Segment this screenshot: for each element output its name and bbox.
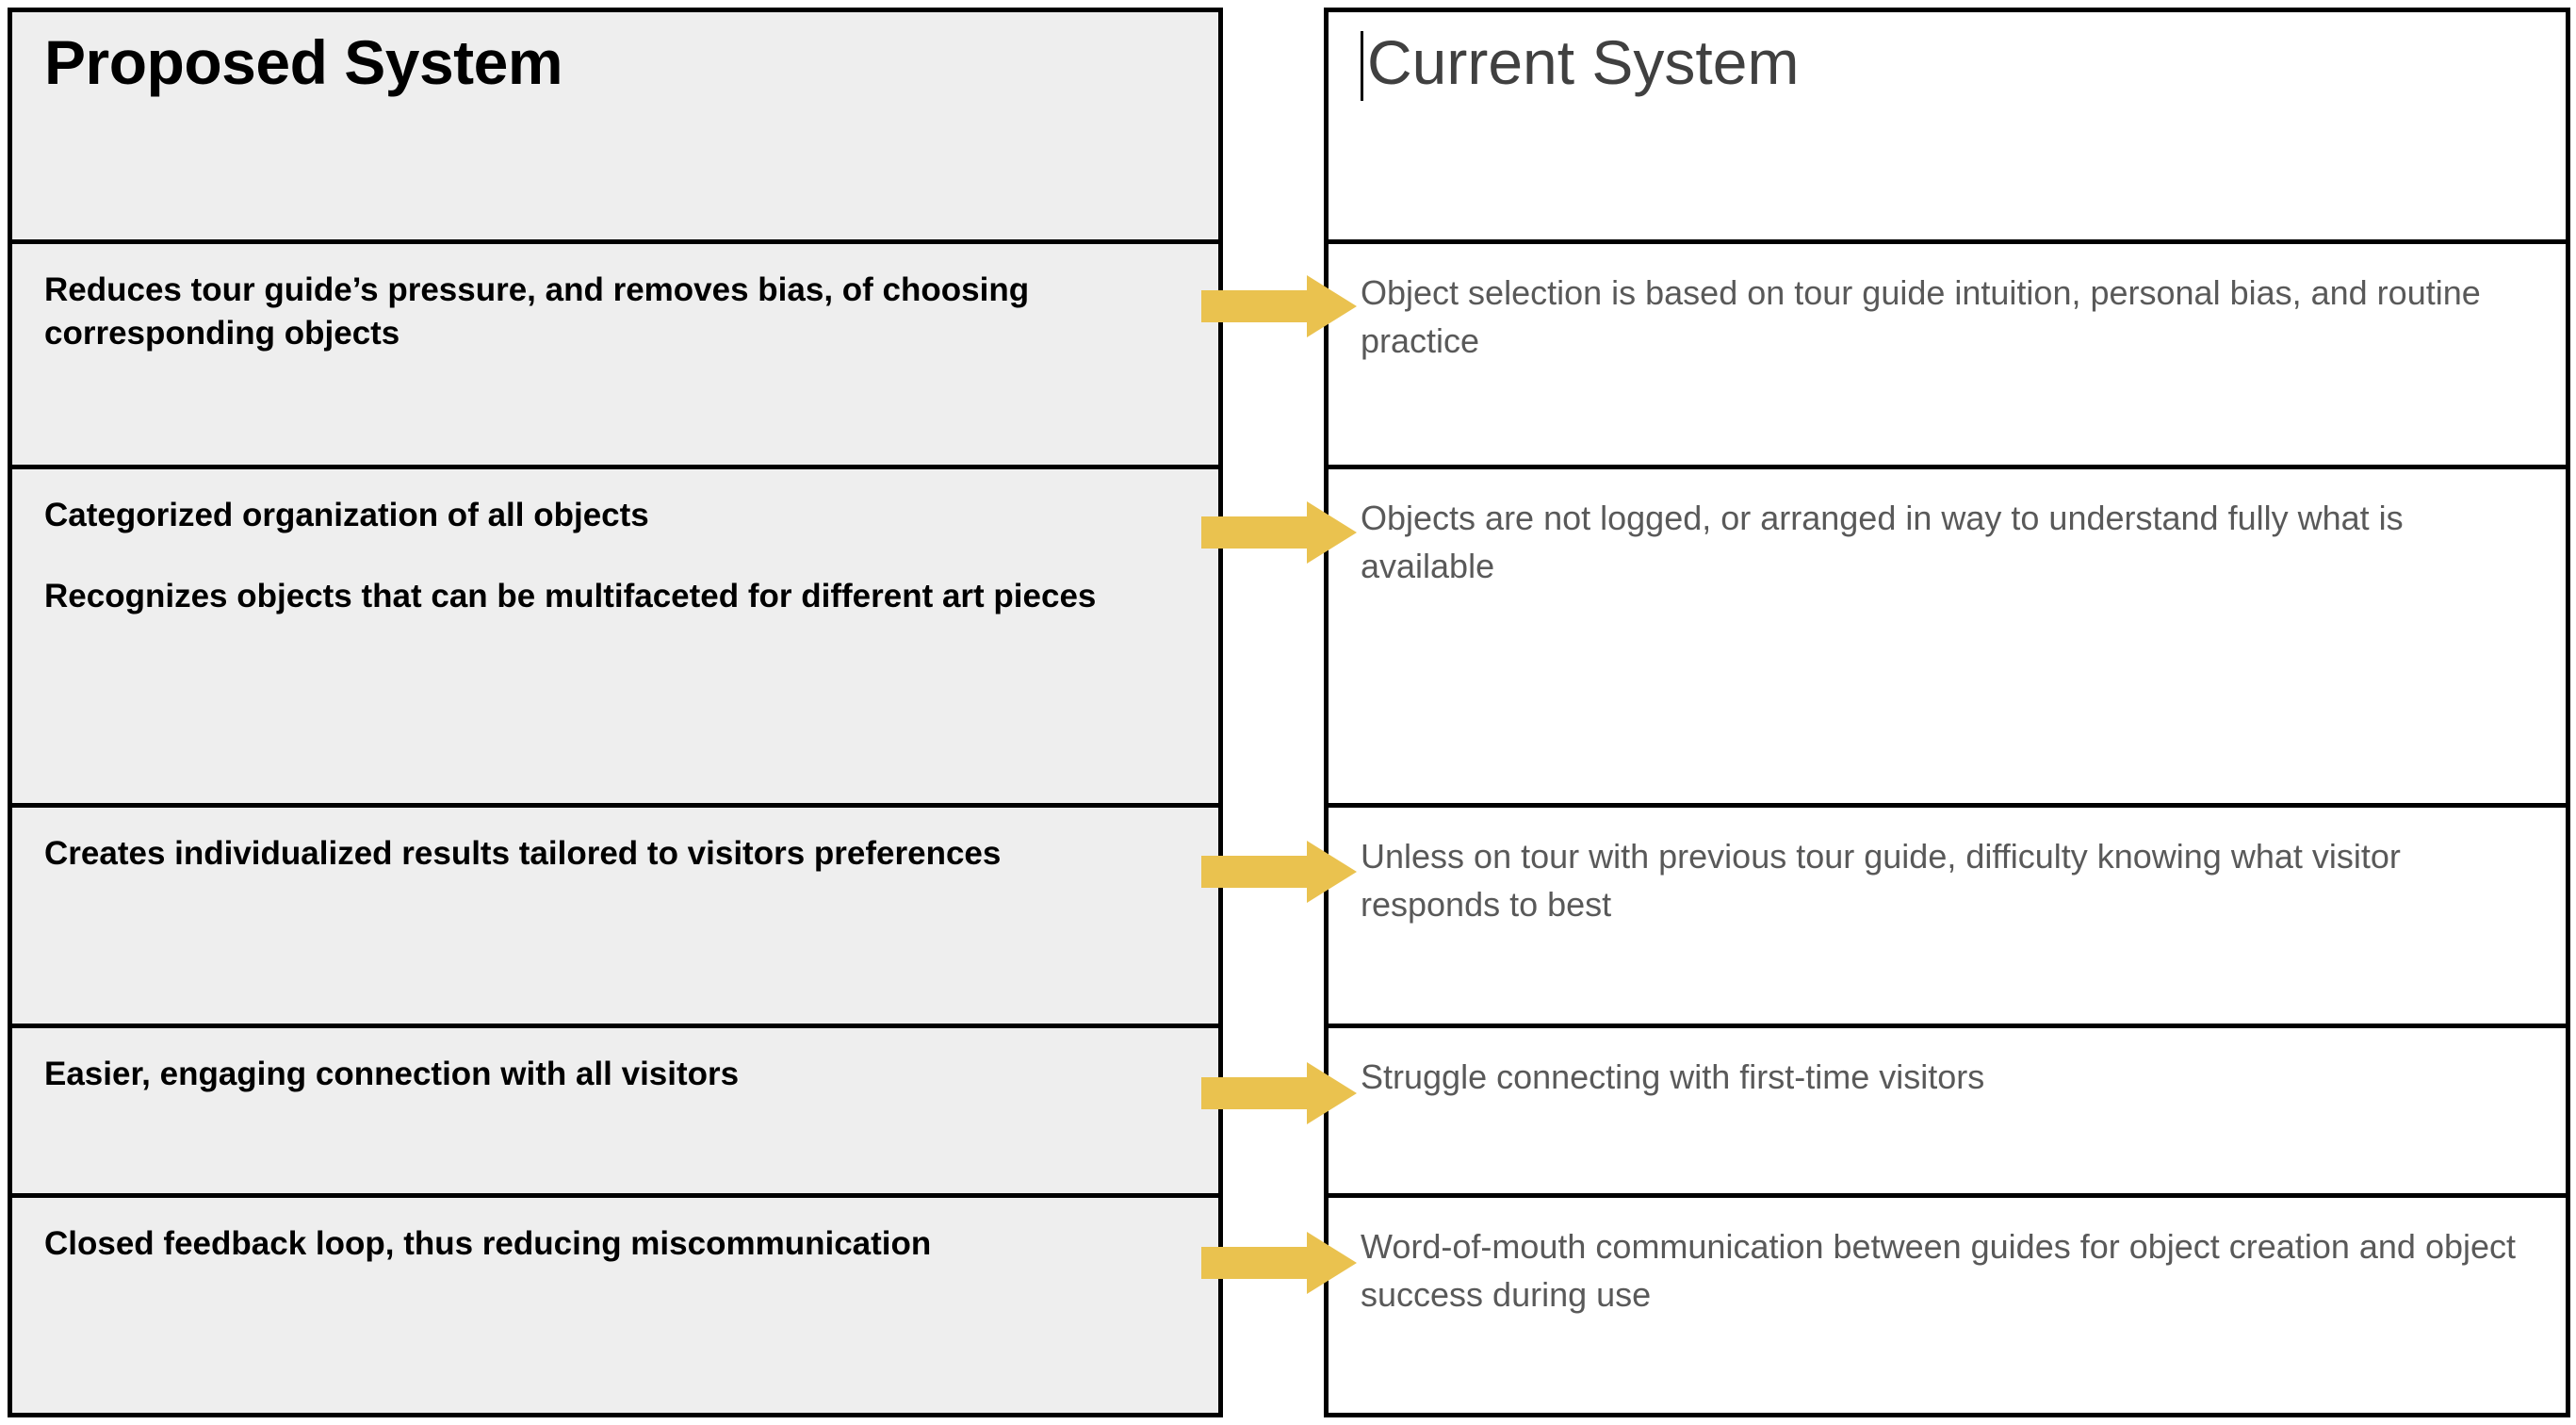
proposed-system-header-cell: Proposed System bbox=[12, 12, 1218, 245]
current-row-5-text: Word-of-mouth communication between guid… bbox=[1361, 1226, 2517, 1314]
proposed-row-3-text: Creates individualized results tailored … bbox=[44, 835, 1002, 873]
text-caret-icon bbox=[1361, 31, 1363, 101]
right-arrow-icon-row-2 bbox=[1201, 501, 1357, 564]
right-arrow-icon-row-4 bbox=[1201, 1062, 1357, 1124]
current-system-table: Current System Object selection is based… bbox=[1324, 8, 2570, 1417]
right-arrow-icon-row-5 bbox=[1201, 1232, 1357, 1294]
proposed-row-2-text-a: Categorized organization of all objects bbox=[44, 497, 649, 534]
right-arrow-icon-row-3 bbox=[1201, 841, 1357, 903]
proposed-row-1: Reduces tour guide’s pressure, and remov… bbox=[12, 244, 1218, 470]
current-row-1: Object selection is based on tour guide … bbox=[1329, 244, 2566, 470]
current-row-3: Unless on tour with previous tour guide,… bbox=[1329, 808, 2566, 1029]
proposed-row-2: Categorized organization of all objects … bbox=[12, 469, 1218, 809]
current-system-title: Current System bbox=[1367, 27, 1800, 97]
proposed-row-4: Easier, engaging connection with all vis… bbox=[12, 1028, 1218, 1198]
current-system-header-cell: Current System bbox=[1329, 12, 2566, 245]
current-row-2-text: Objects are not logged, or arranged in w… bbox=[1361, 499, 2404, 586]
proposed-row-1-text: Reduces tour guide’s pressure, and remov… bbox=[44, 271, 1030, 352]
current-row-1-text: Object selection is based on tour guide … bbox=[1361, 273, 2481, 361]
proposed-row-5-text: Closed feedback loop, thus reducing misc… bbox=[44, 1224, 932, 1262]
proposed-row-5: Closed feedback loop, thus reducing misc… bbox=[12, 1198, 1218, 1413]
proposed-row-4-text: Easier, engaging connection with all vis… bbox=[44, 1056, 740, 1093]
proposed-row-2-text-b: Recognizes objects that can be multiface… bbox=[44, 577, 1097, 614]
current-row-4-text: Struggle connecting with first-time visi… bbox=[1361, 1057, 1985, 1097]
proposed-system-table: Proposed System Reduces tour guide’s pre… bbox=[8, 8, 1223, 1417]
current-row-2: Objects are not logged, or arranged in w… bbox=[1329, 469, 2566, 809]
right-arrow-icon-row-1 bbox=[1201, 275, 1357, 337]
proposed-system-title: Proposed System bbox=[44, 27, 563, 97]
current-row-3-text: Unless on tour with previous tour guide,… bbox=[1361, 837, 2401, 925]
current-row-5: Word-of-mouth communication between guid… bbox=[1329, 1198, 2566, 1413]
current-system-title-row: Current System bbox=[1361, 27, 2534, 101]
current-row-4: Struggle connecting with first-time visi… bbox=[1329, 1028, 2566, 1198]
proposed-row-3: Creates individualized results tailored … bbox=[12, 808, 1218, 1029]
